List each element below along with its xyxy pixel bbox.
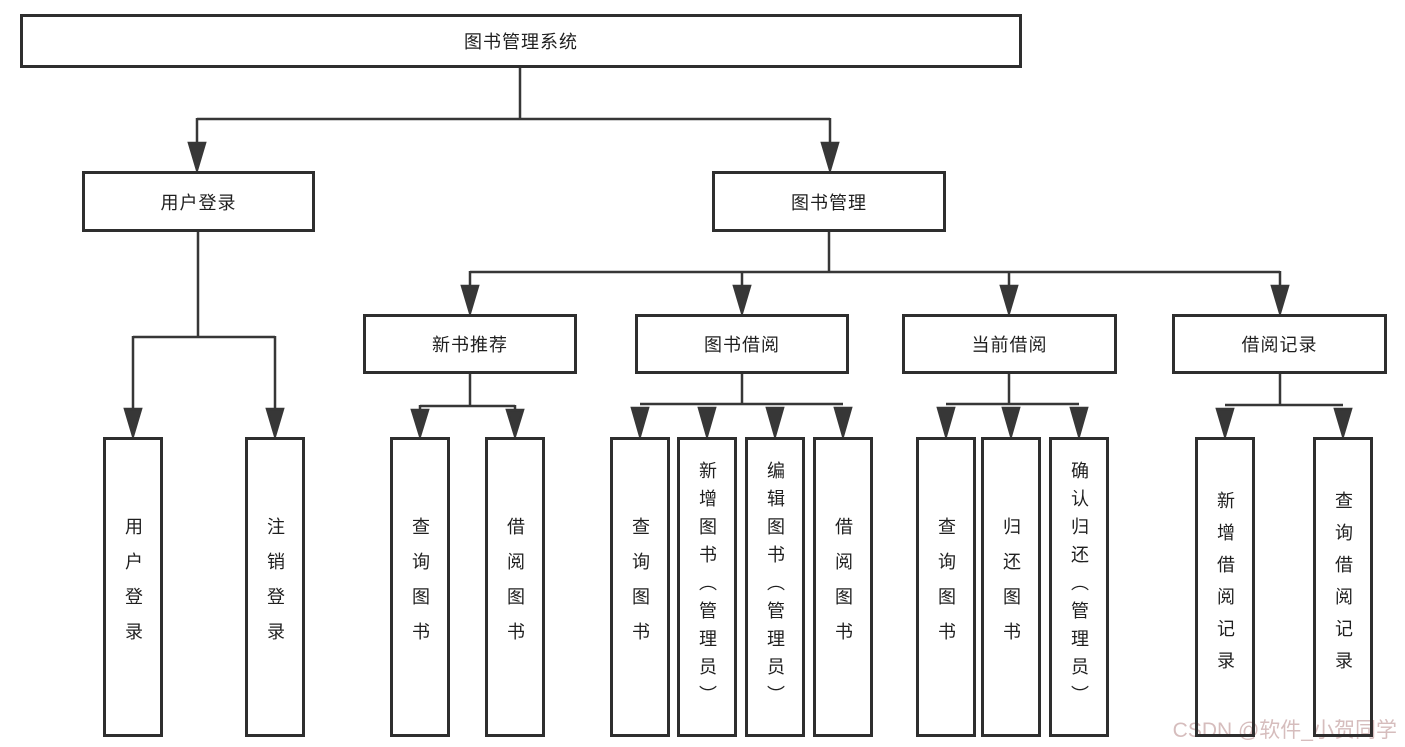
leaf-confirm-return-admin: 确认归还（管理员） (1049, 437, 1109, 737)
leaf-query-books-current: 查询图书 (916, 437, 976, 737)
leaf-logout-label: 注销登录 (265, 517, 285, 657)
leaf-edit-books-admin-label: 编辑图书（管理员） (765, 461, 785, 713)
leaf-logout: 注销登录 (245, 437, 305, 737)
watermark: CSDN @软件_小贺同学 (1172, 719, 1397, 742)
leaf-add-borrow-record: 新增借阅记录 (1195, 437, 1255, 737)
node-root: 图书管理系统 (20, 14, 1022, 68)
node-new-book-recommend-label: 新书推荐 (432, 335, 508, 355)
node-current-borrow: 当前借阅 (902, 314, 1117, 374)
leaf-query-borrow-record-label: 查询借阅记录 (1333, 491, 1353, 683)
node-new-book-recommend: 新书推荐 (363, 314, 577, 374)
leaf-user-login: 用户登录 (103, 437, 163, 737)
node-current-borrow-label: 当前借阅 (971, 335, 1048, 355)
leaf-add-borrow-record-label: 新增借阅记录 (1215, 491, 1235, 683)
leaf-borrow-books-label: 借阅图书 (833, 517, 853, 657)
leaf-query-books-borrow-label: 查询图书 (630, 517, 650, 657)
leaf-add-books-admin-label: 新增图书（管理员） (697, 461, 717, 713)
node-borrow-records: 借阅记录 (1172, 314, 1387, 374)
node-borrow-records-label: 借阅记录 (1241, 335, 1318, 355)
leaf-return-books-label: 归还图书 (1001, 517, 1021, 657)
leaf-borrow-books-recommend-label: 借阅图书 (505, 517, 525, 657)
node-user-login-label: 用户登录 (160, 192, 237, 213)
leaf-query-books-borrow: 查询图书 (610, 437, 670, 737)
leaf-edit-books-admin: 编辑图书（管理员） (745, 437, 805, 737)
node-book-borrow: 图书借阅 (635, 314, 849, 374)
leaf-borrow-books: 借阅图书 (813, 437, 873, 737)
leaf-borrow-books-recommend: 借阅图书 (485, 437, 545, 737)
leaf-query-borrow-record: 查询借阅记录 (1313, 437, 1373, 737)
leaf-return-books: 归还图书 (981, 437, 1041, 737)
leaf-query-books-recommend: 查询图书 (390, 437, 450, 737)
node-user-login: 用户登录 (82, 171, 315, 232)
leaf-confirm-return-admin-label: 确认归还（管理员） (1069, 461, 1089, 713)
leaf-query-books-current-label: 查询图书 (936, 517, 956, 657)
leaf-user-login-label: 用户登录 (123, 517, 143, 657)
node-book-borrow-label: 图书借阅 (704, 335, 780, 355)
node-book-management: 图书管理 (712, 171, 946, 232)
leaf-query-books-recommend-label: 查询图书 (410, 517, 430, 657)
node-book-management-label: 图书管理 (791, 192, 867, 213)
node-root-label: 图书管理系统 (464, 32, 578, 52)
leaf-add-books-admin: 新增图书（管理员） (677, 437, 737, 737)
